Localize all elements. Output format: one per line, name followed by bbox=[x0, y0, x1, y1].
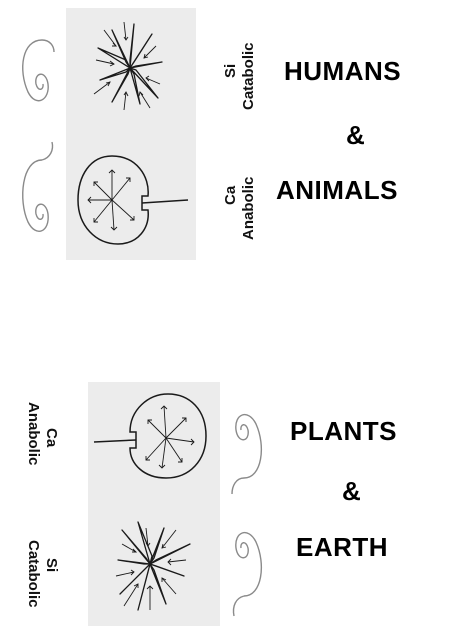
heading-line3: EARTH bbox=[296, 532, 389, 562]
heading-ampersand: & bbox=[342, 476, 362, 506]
catabolic-label: Catabolic bbox=[240, 42, 257, 110]
bottom-spirals bbox=[231, 413, 263, 617]
spiral-icon bbox=[22, 39, 55, 102]
radiating-circle-icon bbox=[93, 393, 207, 479]
figure-background bbox=[88, 382, 220, 626]
heading-line1: HUMANS bbox=[284, 56, 402, 86]
heading-line1: PLANTS bbox=[290, 416, 397, 446]
spiral-icon bbox=[231, 413, 263, 495]
spiral-icon bbox=[232, 531, 263, 617]
heading-ampersand: & bbox=[346, 120, 366, 150]
humans-animals-panel: Si Catabolic Ca Anabolic HUMANS & ANIMAL… bbox=[0, 0, 457, 265]
heading-line3: ANIMALS bbox=[276, 175, 398, 205]
spiral-icon bbox=[22, 141, 54, 232]
anabolic-label: Anabolic bbox=[240, 176, 257, 240]
plants-earth-panel: Ca Anabolic Si Catabolic bbox=[0, 380, 457, 628]
si-label: Si bbox=[222, 63, 239, 78]
top-spirals bbox=[22, 39, 55, 232]
radiating-circle-icon bbox=[77, 155, 189, 245]
star-burst-icon bbox=[115, 521, 191, 611]
star-burst-icon bbox=[93, 21, 163, 111]
ca-label: Ca bbox=[222, 185, 239, 205]
